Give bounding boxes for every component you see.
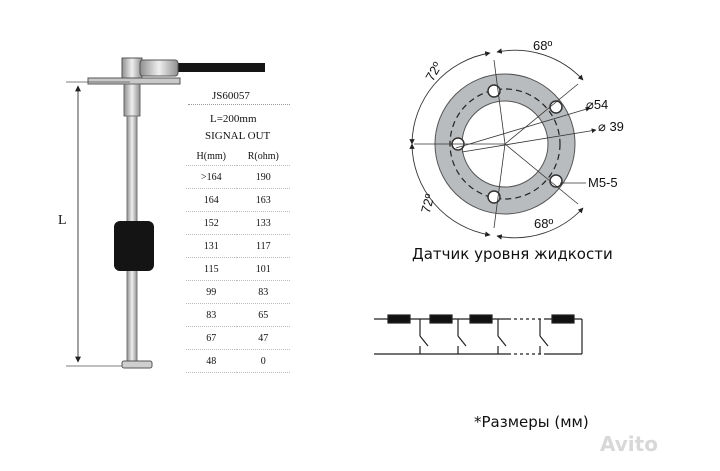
sensor-float bbox=[114, 221, 154, 271]
angle-top-label: 68º bbox=[533, 38, 553, 53]
sensor-end-cap bbox=[121, 360, 153, 369]
angle-bottom-label: 68º bbox=[534, 216, 554, 231]
bolt-hole bbox=[549, 100, 563, 114]
sensor-illustration bbox=[66, 57, 265, 369]
resistor bbox=[469, 314, 493, 324]
bolt-hole bbox=[549, 174, 563, 188]
table-header-h: H(mm) bbox=[186, 148, 237, 166]
resistor-ladder-circuit bbox=[374, 314, 583, 355]
table-header-r: R(ohm) bbox=[236, 148, 290, 166]
flange-drawing bbox=[409, 48, 597, 240]
sensor-cable bbox=[175, 63, 265, 72]
length-spec: L=200mm bbox=[210, 113, 257, 125]
length-label: L bbox=[58, 213, 67, 228]
figure-caption: Датчик уровня жидкости bbox=[412, 245, 613, 263]
resistor bbox=[387, 314, 411, 324]
outer-diameter-label: ⌀54 bbox=[586, 97, 609, 112]
table-header-row: H(mm) R(ohm) bbox=[186, 148, 290, 166]
dimensions-note: *Размеры (мм) bbox=[474, 413, 589, 431]
inner-diameter-label: ⌀ 39 bbox=[598, 119, 624, 134]
sensor-flange-plate bbox=[87, 77, 181, 85]
watermark-logo: Avito bbox=[600, 432, 658, 456]
thread-label: M5-5 bbox=[588, 175, 618, 190]
signal-title: SIGNAL OUT bbox=[205, 130, 271, 142]
resistor bbox=[429, 314, 453, 324]
resistor bbox=[551, 314, 575, 324]
model-name: JS60057 bbox=[212, 90, 250, 102]
